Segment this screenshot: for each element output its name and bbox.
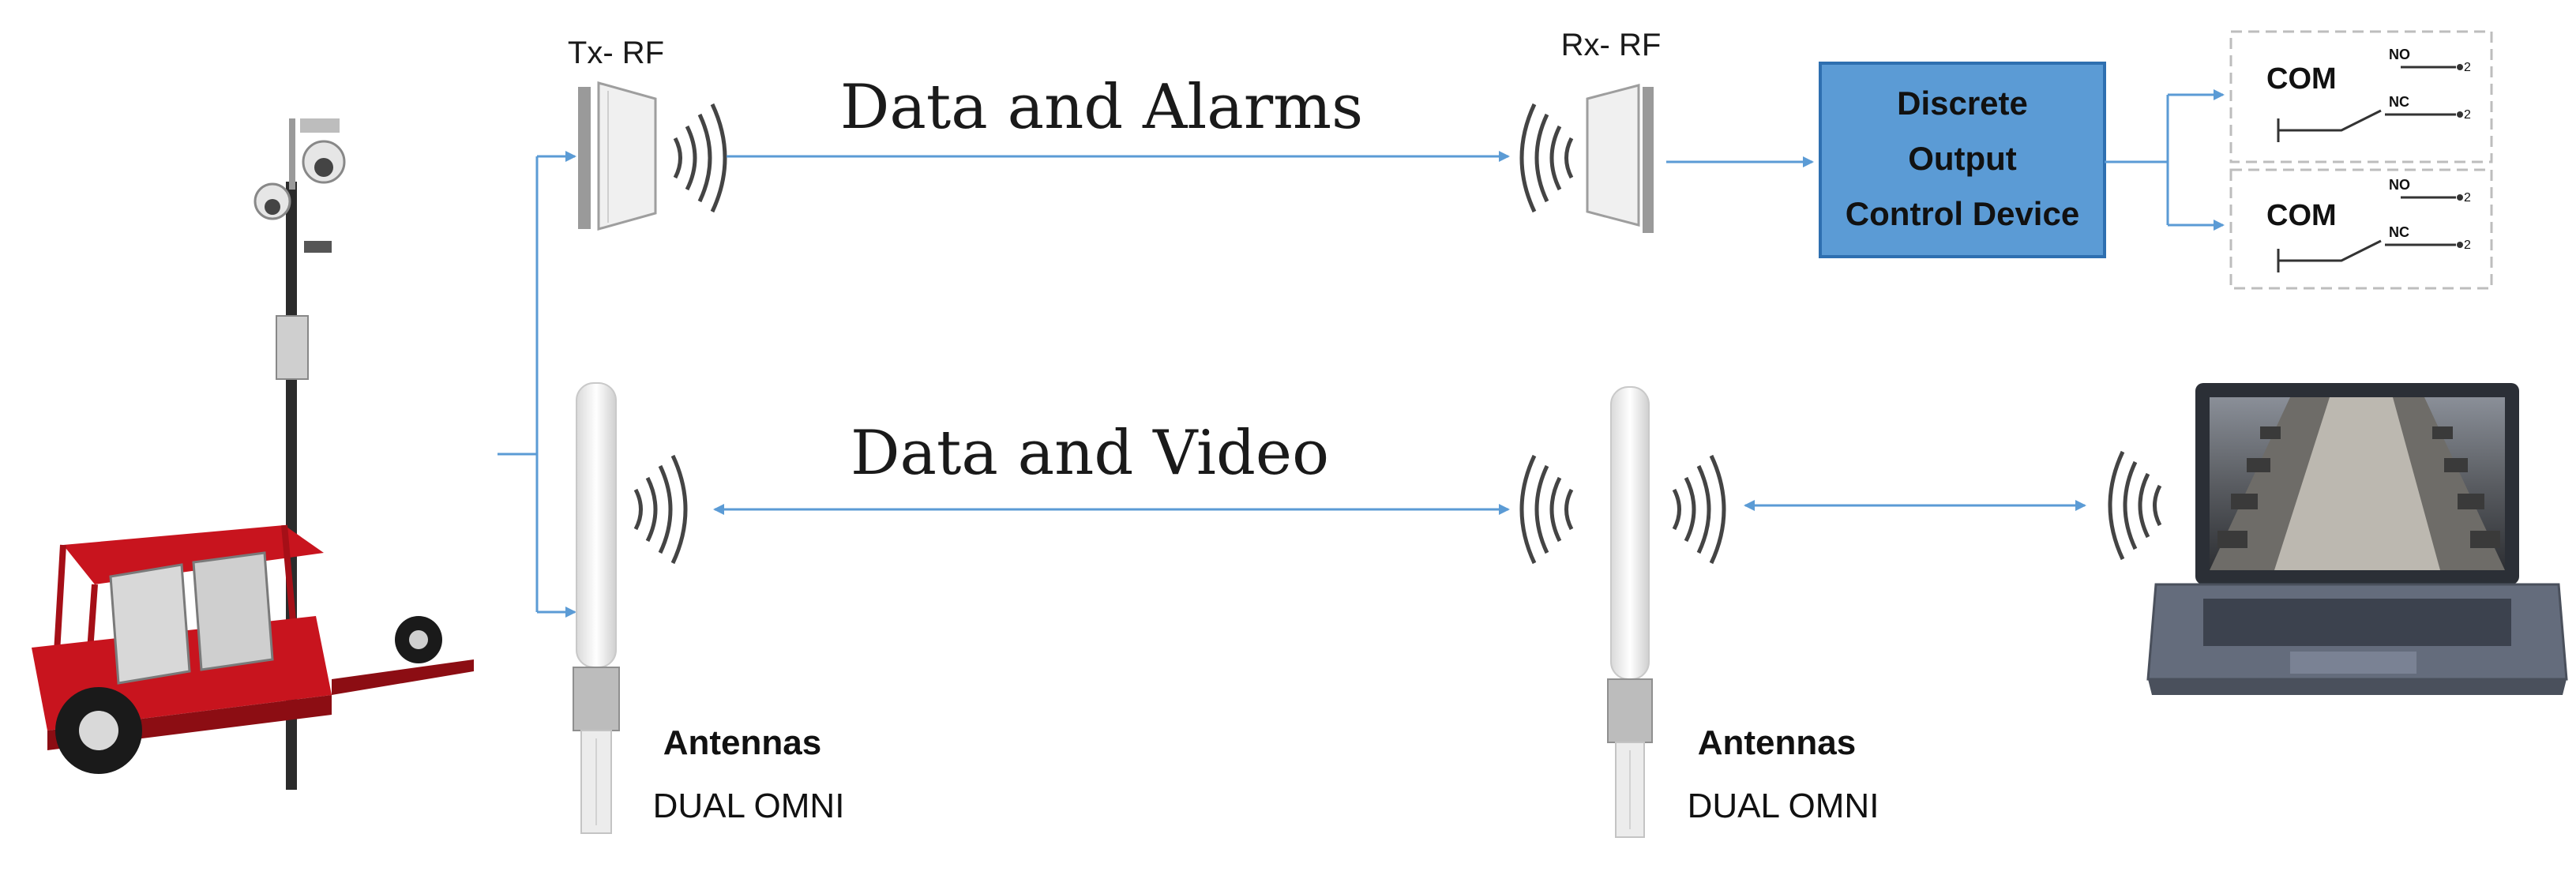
control-device-line3: Control Device [1846,195,2079,232]
rx-rf-label: Rx- RF [1561,28,1662,62]
right-antennas-subtitle: DUAL OMNI [1688,787,1879,825]
data-and-video-label: Data and Video [851,418,1329,489]
right-antennas-title: Antennas [1698,723,1856,762]
relay2-nc-label: NC [2389,224,2409,240]
relay1-no-label: NO [2389,47,2410,62]
control-device-line1: Discrete [1897,85,2028,122]
trailer-connector [498,151,576,618]
left-omni-signal-waves-icon [633,454,688,565]
relay2-no-pin: 2 [2464,191,2471,205]
relay1-nc-pin: 2 [2464,108,2471,122]
tx-signal-waves-icon [673,103,727,213]
left-antennas-title: Antennas [663,723,821,762]
right-omni-antenna-icon [1607,386,1653,838]
tx-rf-label: Tx- RF [568,36,664,70]
left-antennas-subtitle: DUAL OMNI [653,787,845,825]
right-omni-outgoing-signal-waves-icon [1672,454,1726,565]
left-omni-antenna-icon [573,382,620,834]
relay-switch-icon-1: COM NO NC 2 2 [2229,30,2493,163]
discrete-output-control-device: Discrete Output Control Device [1819,62,2106,258]
right-omni-incoming-signal-waves-icon [1519,454,1574,565]
laptop-signal-waves-icon [2108,450,2162,561]
control-device-line2: Output [1908,140,2017,177]
relay2-com-label: COM [2266,199,2337,232]
rx-panel-antenna-icon [1586,84,1654,233]
relay-connector [2105,89,2225,231]
relay-switch-icon-2: COM NO NC 2 2 [2229,168,2493,290]
tx-panel-antenna-icon [578,81,657,231]
data-and-alarms-label: Data and Alarms [840,72,1363,143]
relay2-nc-pin: 2 [2464,239,2471,252]
rx-signal-waves-icon [1519,103,1574,213]
relay1-nc-label: NC [2389,94,2409,110]
relay1-com-label: COM [2266,62,2337,96]
laptop-icon [2146,383,2568,695]
mobile-surveillance-trailer-icon [32,118,474,790]
relay1-no-pin: 2 [2464,61,2471,74]
relay2-no-label: NO [2389,177,2410,193]
